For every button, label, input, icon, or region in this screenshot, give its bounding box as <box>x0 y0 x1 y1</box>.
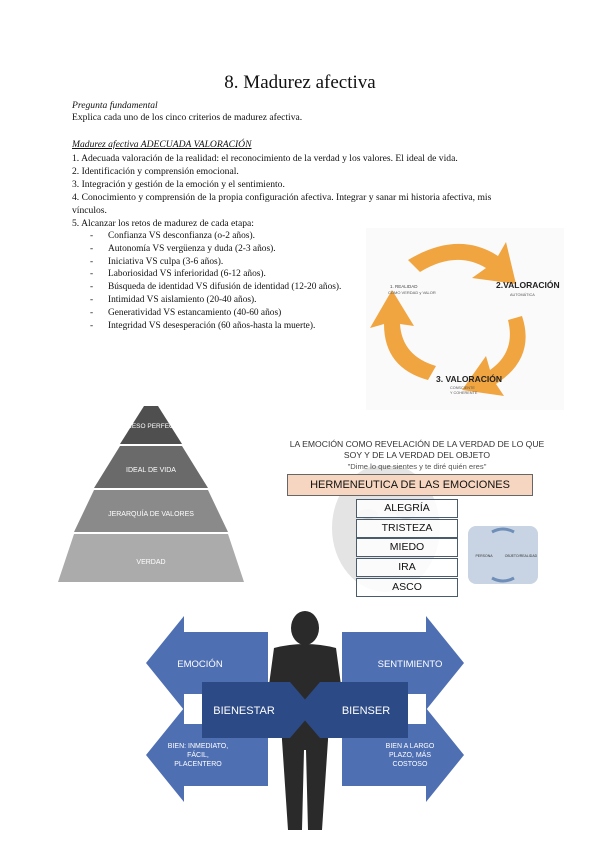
label-bien-inmediato-3: PLACENTERO <box>174 761 222 768</box>
cycle-arrow-right <box>462 316 526 396</box>
list-item: -Autonomía VS vergüenza y duda (2-3 años… <box>90 243 276 254</box>
emotions-title-line2: SOY Y DE LA VERDAD DEL OBJETO <box>343 450 491 460</box>
label-sentimiento: SENTIMIENTO <box>378 659 443 670</box>
cycle-link-bottom <box>491 576 515 583</box>
list-item: -Integridad VS desesperación (60 años-ha… <box>90 320 316 331</box>
pyramid-label-3: JERARQUÍA DE VALORES <box>108 509 194 518</box>
label-bien-inmediato-1: BIEN: INMEDIATO, <box>168 743 228 750</box>
cycle-link-top <box>491 527 515 534</box>
label-bienestar: BIENESTAR <box>213 705 275 717</box>
cycle-item3-sub1: CONSCIENTE <box>450 386 475 390</box>
pyramid-label-2: IDEAL DE VIDA <box>126 467 176 474</box>
emotion-item: ASCO <box>356 578 458 597</box>
cycle-right-label: OBJETO/REALIDAD <box>505 554 538 558</box>
label-bien-inmediato-2: FÁCIL, <box>187 750 209 759</box>
cycle-arrows-graphic: 1. REALIDAD COMO VERDAD y VALOR 2.VALORA… <box>370 242 560 396</box>
question-text: Explica cada uno de los cinco criterios … <box>72 112 303 123</box>
criterion-3: 3. Integración y gestión de la emoción y… <box>72 179 285 190</box>
criterion-4: 4. Conocimiento y comprensión de la prop… <box>72 192 492 203</box>
emotion-item: IRA <box>356 558 458 577</box>
list-item: -Generatividad VS estancamiento (40-60 a… <box>90 307 282 318</box>
stages-list: -Confianza VS desconfianza (o-2 años). -… <box>90 230 341 332</box>
list-item: -Laboriosidad VS inferioridad (6-12 años… <box>90 269 266 280</box>
label-bien-largo-2: PLAZO, MÁS <box>389 750 431 759</box>
list-item: -Confianza VS desconfianza (o-2 años). <box>90 231 255 241</box>
pyramid-label-4: VERDAD <box>136 559 165 566</box>
criterion-2: 2. Identificación y comprensión emociona… <box>72 166 239 177</box>
label-bienser: BIENSER <box>342 705 390 717</box>
pyramid-label-1: PROCESO PERFECTIVO <box>113 423 189 430</box>
criterion-5: 5. Alcanzar los retos de madurez de cada… <box>72 218 254 229</box>
cycle-left-label: PERSONA <box>475 554 493 558</box>
valuation-cycle-diagram: 1. REALIDAD COMO VERDAD y VALOR 2.VALORA… <box>366 228 564 410</box>
label-bien-largo-3: COSTOSO <box>393 761 428 768</box>
cycle-item3-title: 3. VALORACIÓN <box>436 373 502 384</box>
person-object-cycle: PERSONA OBJETO/REALIDAD <box>468 526 538 584</box>
page-title: 8. Madurez afectiva <box>224 72 376 93</box>
criterion-1: 1. Adecuada valoración de la realidad: e… <box>72 153 458 164</box>
emotion-item: ALEGRÍA <box>356 499 458 518</box>
list-item: -Búsqueda de identidad VS difusión de id… <box>90 282 342 293</box>
list-item: -Iniciativa VS culpa (3-6 años). <box>90 256 224 267</box>
chevron-bienser <box>296 682 408 738</box>
emotion-item: TRISTEZA <box>356 519 458 538</box>
wellbeing-diagram: EMOCIÓN SENTIMIENTO BIEN: INMEDIATO, FÁC… <box>146 611 464 830</box>
section-subtitle: Madurez afectiva ADECUADA VALORACIÓN <box>72 139 252 150</box>
cycle-item3-sub2: Y COHERENTE <box>450 391 478 395</box>
pyramid-level-2 <box>94 446 208 488</box>
cycle-arrow-top <box>408 242 516 284</box>
cycle-item1-title: 1. REALIDAD <box>390 284 418 289</box>
cycle-item1-sub: COMO VERDAD y VALOR <box>388 290 436 295</box>
chevron-bienestar <box>202 682 314 738</box>
question-label: Pregunta fundamental <box>72 100 158 111</box>
cycle-item2-sub: AUTOMÁTICA <box>510 293 535 297</box>
pyramid-level-3 <box>74 490 228 532</box>
emotions-quote: "Dime lo que sientes y te diré quién ere… <box>347 462 487 471</box>
emotions-title-line1: LA EMOCIÓN COMO REVELACIÓN DE LA VERDAD … <box>289 439 545 449</box>
values-pyramid: PROCESO PERFECTIVO IDEAL DE VIDA JERARQU… <box>58 406 244 582</box>
label-emocion: EMOCIÓN <box>177 659 223 670</box>
label-bien-largo-1: BIEN A LARGO <box>386 743 435 750</box>
list-item: -Intimidad VS aislamiento (20-40 años). <box>90 294 257 305</box>
pyramid-level-1 <box>120 406 182 444</box>
cycle-item2-title: 2.VALORACIÓN <box>496 279 560 290</box>
pyramid-level-4 <box>58 534 244 582</box>
criterion-4-continued: vínculos. <box>72 205 107 216</box>
emotions-title: LA EMOCIÓN COMO REVELACIÓN DE LA VERDAD … <box>282 439 552 461</box>
emotion-item: MIEDO <box>356 538 458 557</box>
hermeneutics-header: HERMENEUTICA DE LAS EMOCIONES <box>287 474 533 496</box>
cycle-arrow-left <box>370 290 436 380</box>
